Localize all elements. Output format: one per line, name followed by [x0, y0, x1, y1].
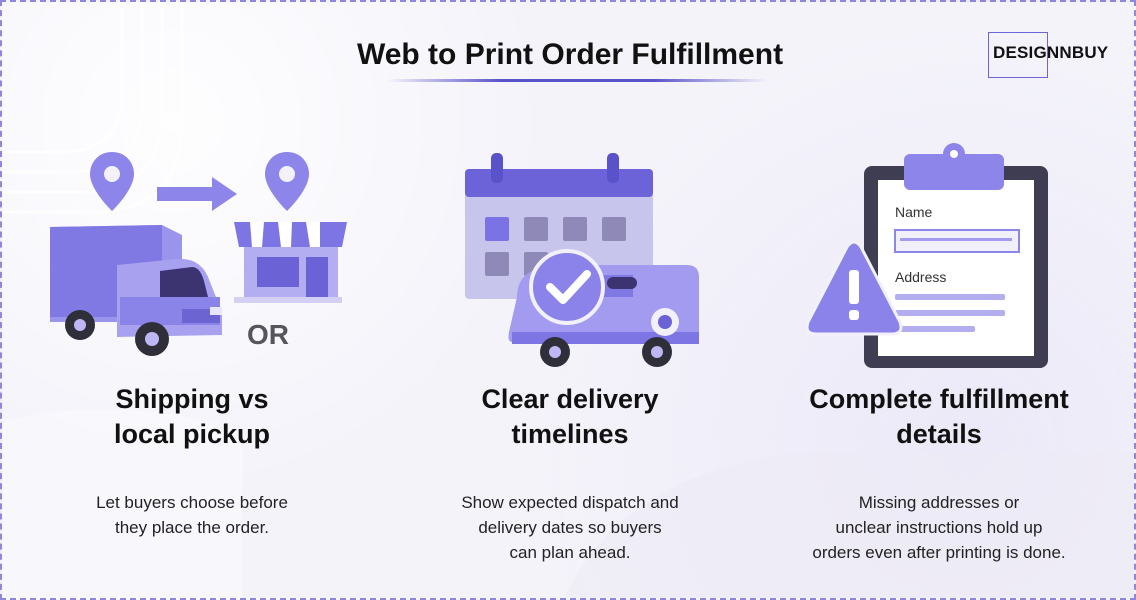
- page-title: Web to Print Order Fulfillment: [356, 38, 784, 71]
- arrow-right-icon: [157, 177, 237, 211]
- truck-icon: [50, 225, 222, 356]
- feature-heading-line: Shipping vs: [115, 384, 269, 414]
- feature-heading-line: Complete fulfillment: [809, 384, 1069, 414]
- feature-description-line: orders even after printing is done.: [812, 543, 1066, 562]
- check-circle-icon: [529, 249, 605, 325]
- feature-description: Show expected dispatch and delivery date…: [400, 490, 740, 565]
- feature-description: Let buyers choose before they place the …: [22, 490, 362, 540]
- feature-description-line: they place the order.: [114, 518, 270, 537]
- truck-store-icon: OR: [50, 152, 347, 356]
- form-address-label: Address: [895, 269, 946, 285]
- feature-delivery-timelines: Clear delivery timelines Show expected d…: [400, 382, 740, 565]
- feature-shipping-vs-pickup: Shipping vs local pickup Let buyers choo…: [22, 382, 362, 540]
- feature-description-line: Show expected dispatch and: [461, 493, 679, 512]
- feature-description-line: can plan ahead.: [509, 543, 631, 562]
- calendar-van-icon: [465, 153, 699, 367]
- feature-heading-line: details: [896, 419, 982, 449]
- feature-heading-line: timelines: [511, 419, 629, 449]
- clipboard-icon: Name Address: [864, 143, 1048, 368]
- feature-description-line: delivery dates so buyers: [478, 518, 662, 537]
- store-icon: [234, 222, 347, 303]
- location-pin-icon: [265, 152, 309, 211]
- feature-description-line: Missing addresses or: [858, 493, 1020, 512]
- feature-fulfillment-details: Complete fulfillment details Missing add…: [769, 382, 1109, 565]
- feature-heading: Shipping vs local pickup: [22, 382, 362, 452]
- feature-description-line: Let buyers choose before: [96, 493, 288, 512]
- clipboard-warning-icon: Name Address: [805, 143, 1048, 368]
- feature-heading: Clear delivery timelines: [400, 382, 740, 452]
- title-underline: [387, 79, 767, 82]
- feature-heading-line: Clear delivery: [481, 384, 659, 414]
- feature-heading-line: local pickup: [113, 419, 271, 449]
- feature-description: Missing addresses or unclear instruction…: [769, 490, 1109, 565]
- brand-logo: DESIGNNBUY: [993, 43, 1109, 62]
- feature-description-line: unclear instructions hold up: [835, 518, 1043, 537]
- or-label: OR: [247, 319, 289, 350]
- brand-logo-box: [988, 32, 1048, 78]
- feature-heading: Complete fulfillment details: [769, 382, 1109, 452]
- location-pin-icon: [90, 152, 134, 211]
- form-name-label: Name: [895, 204, 933, 220]
- warning-icon: [805, 240, 903, 336]
